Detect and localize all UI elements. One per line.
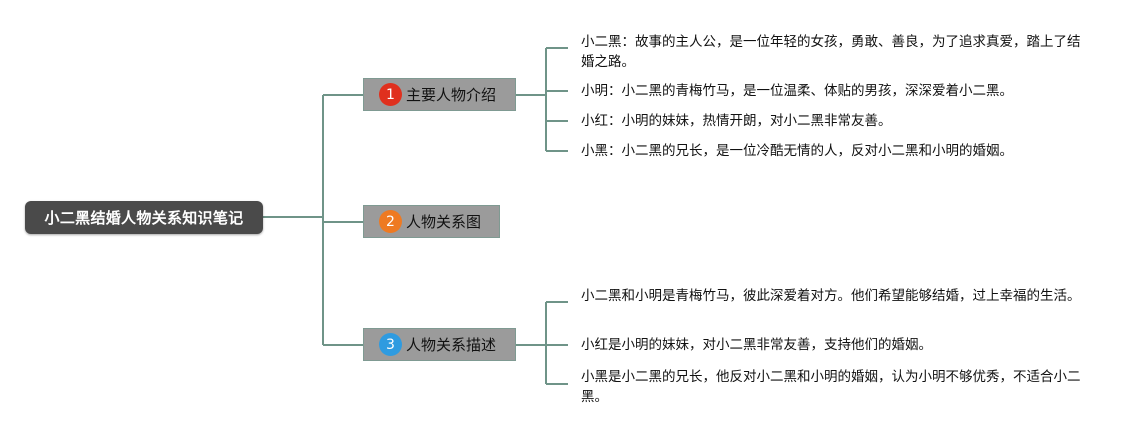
root-node[interactable]: 小二黑结婚人物关系知识笔记 xyxy=(25,201,263,234)
leaf-node[interactable]: 小二黑：故事的主人公，是一位年轻的女孩，勇敢、善良，为了追求真爱，踏上了结婚之路… xyxy=(581,34,1081,70)
branch-node-relationship-map[interactable]: 2 人物关系图 xyxy=(363,205,500,238)
leaf-node[interactable]: 小红是小明的妹妹，对小二黑非常友善，支持他们的婚姻。 xyxy=(581,337,932,353)
root-node-label: 小二黑结婚人物关系知识笔记 xyxy=(44,209,244,227)
branch-number-badge: 2 xyxy=(379,210,402,233)
leaf-node[interactable]: 小红：小明的妹妹，热情开朗，对小二黑非常友善。 xyxy=(581,113,892,129)
branch-node-main-characters[interactable]: 1 主要人物介绍 xyxy=(363,78,516,111)
leaf-node[interactable]: 小黑是小二黑的兄长，他反对小二黑和小明的婚姻，认为小明不够优秀，不适合小二黑。 xyxy=(581,369,1081,405)
branch-number-badge: 3 xyxy=(379,333,402,356)
leaf-node[interactable]: 小二黑和小明是青梅竹马，彼此深爱着对方。他们希望能够结婚，过上幸福的生活。 xyxy=(581,288,1081,304)
branch-node-relationship-description[interactable]: 3 人物关系描述 xyxy=(363,328,516,361)
branch-label: 主要人物介绍 xyxy=(406,86,497,104)
branch-label: 人物关系图 xyxy=(406,213,482,231)
branch-number-badge: 1 xyxy=(379,83,402,106)
leaf-node[interactable]: 小黑：小二黑的兄长，是一位冷酷无情的人，反对小二黑和小明的婚姻。 xyxy=(581,143,1013,159)
branch-label: 人物关系描述 xyxy=(406,336,497,354)
leaf-node[interactable]: 小明：小二黑的青梅竹马，是一位温柔、体贴的男孩，深深爱着小二黑。 xyxy=(581,83,1013,99)
